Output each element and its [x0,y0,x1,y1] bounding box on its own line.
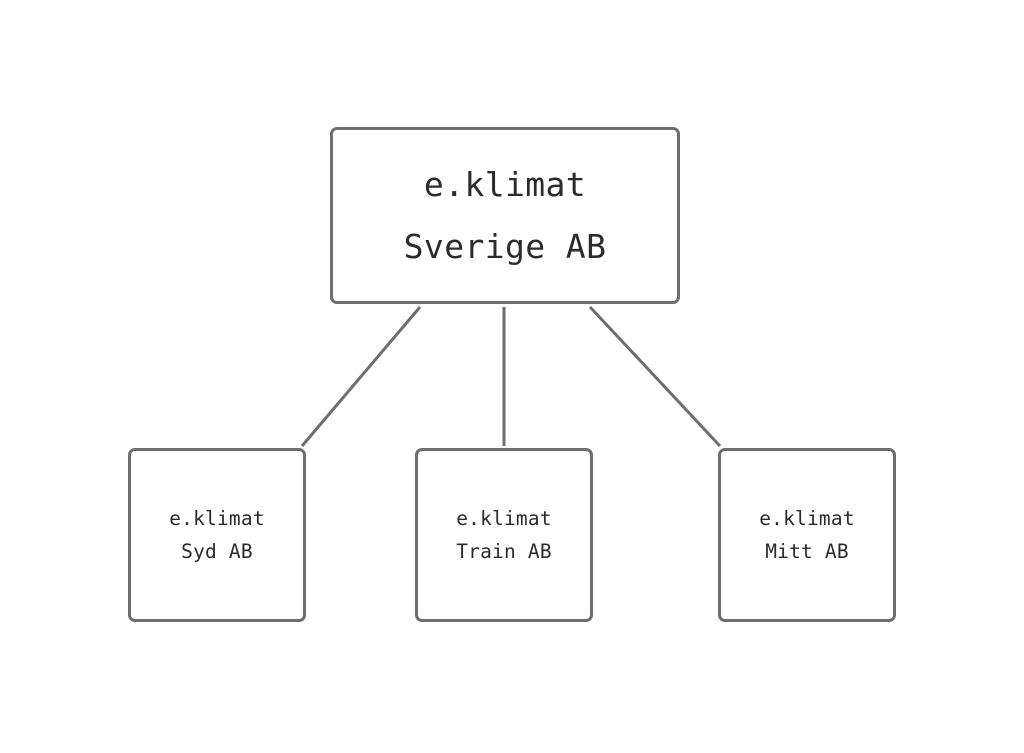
node-label-line1: e.klimat [169,507,265,530]
connector-root-to-syd [300,306,422,447]
node-eklimat-mitt-ab[interactable]: e.klimat Mitt AB [718,448,896,622]
node-label-line2: Sverige AB [403,226,607,266]
node-eklimat-train-ab[interactable]: e.klimat Train AB [415,448,593,622]
node-eklimat-syd-ab[interactable]: e.klimat Syd AB [128,448,306,622]
node-label-line1: e.klimat [456,507,552,530]
node-label-line2: Syd AB [181,540,253,563]
node-label-line2: Train AB [456,540,552,563]
node-label-line1: e.klimat [759,507,855,530]
connector-root-to-mitt [588,305,722,448]
node-label-line2: Mitt AB [765,540,849,563]
node-label-line1: e.klimat [423,164,587,204]
node-eklimat-sverige-ab[interactable]: e.klimat Sverige AB [330,127,680,304]
